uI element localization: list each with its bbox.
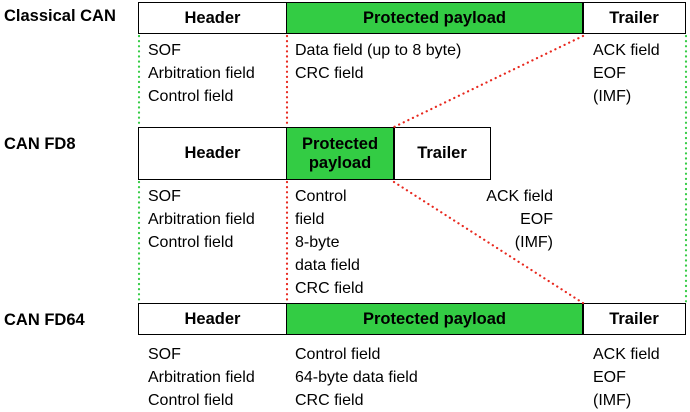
header-segment: Header (138, 127, 287, 180)
field-imf: (IMF) (514, 234, 553, 251)
field-data: 64-byte data field (295, 369, 418, 386)
field-sof: SOF (148, 346, 181, 363)
field-sof: SOF (148, 42, 181, 59)
field-control: Control field (295, 346, 381, 363)
protected-payload-segment: Protected payload (285, 2, 584, 34)
field-ack: ACK field (593, 346, 660, 363)
field-arbitration: Arbitration field (148, 369, 255, 386)
payload-fields-classical-can: Data field (up to 8 byte) CRC field (295, 39, 461, 85)
field-imf: (IMF) (593, 392, 632, 409)
field-data: Data field (up to 8 byte) (295, 42, 462, 59)
field-imf: (IMF) (593, 88, 632, 105)
trailer-fields-can-fd64: ACK field EOF (IMF) (593, 343, 660, 412)
field-crc: CRC field (295, 280, 364, 297)
field-arbitration: Arbitration field (148, 211, 255, 228)
field-data-size: 8-byte (295, 234, 340, 251)
trailer-fields-classical-can: ACK field EOF (IMF) (593, 39, 660, 108)
field-control: Control field (148, 88, 234, 105)
header-segment: Header (138, 2, 287, 34)
frame-bar-classical-can: Header Protected payload Trailer (138, 2, 686, 34)
frame-bar-can-fd64: Header Protected payload Trailer (138, 303, 686, 335)
field-ack: ACK field (486, 188, 553, 205)
field-control: Control field (148, 234, 234, 251)
payload-fields-can-fd64: Control field 64-byte data field CRC fie… (295, 343, 418, 412)
field-arbitration: Arbitration field (148, 65, 255, 82)
field-eof: EOF (520, 211, 553, 228)
frame-bar-can-fd8: Header Protected payload Trailer (138, 127, 491, 180)
row-label-can-fd64: CAN FD64 (4, 311, 85, 329)
field-control: Control (295, 188, 347, 205)
field-crc: CRC field (295, 65, 364, 82)
field-control-cont: field (295, 211, 325, 228)
trailer-segment: Trailer (393, 127, 491, 180)
field-ack: ACK field (593, 42, 660, 59)
field-control: Control field (148, 392, 234, 409)
header-fields-classical-can: SOF Arbitration field Control field (148, 39, 255, 108)
field-eof: EOF (593, 369, 626, 386)
payload-fields-can-fd8: Control field 8-byte data field CRC fiel… (295, 185, 363, 300)
field-crc: CRC field (295, 392, 364, 409)
protected-payload-segment: Protected payload (285, 127, 395, 180)
header-segment: Header (138, 303, 287, 335)
protected-payload-segment: Protected payload (285, 303, 584, 335)
header-fields-can-fd64: SOF Arbitration field Control field (148, 343, 255, 412)
trailer-segment: Trailer (582, 303, 686, 335)
field-eof: EOF (593, 65, 626, 82)
header-fields-can-fd8: SOF Arbitration field Control field (148, 185, 255, 254)
row-label-can-fd8: CAN FD8 (4, 135, 76, 153)
trailer-segment: Trailer (582, 2, 686, 34)
trailer-fields-can-fd8: ACK field EOF (IMF) (470, 185, 553, 254)
row-label-classical-can: Classical CAN (4, 7, 116, 25)
field-sof: SOF (148, 188, 181, 205)
field-data: data field (295, 257, 360, 274)
